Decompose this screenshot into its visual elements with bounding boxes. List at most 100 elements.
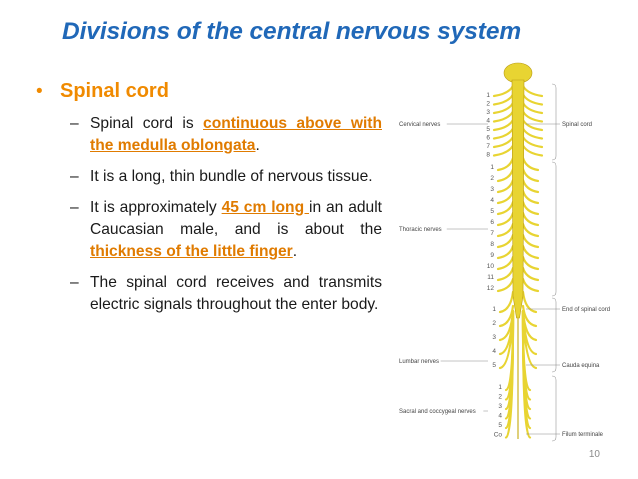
segment-number: 4 [492, 348, 496, 355]
segment-number: 1 [486, 92, 490, 99]
segment-number: 5 [498, 422, 502, 429]
spinal-nerve [496, 200, 515, 216]
spinal-nerve [521, 189, 540, 205]
spinal-cord-body [511, 79, 525, 319]
dash-marker: – [70, 115, 79, 132]
sub-point-text: The spinal cord receives and transmits e… [90, 272, 382, 316]
spinal-nerve [521, 200, 540, 216]
sub-point: –It is a long, thin bundle of nervous ti… [70, 166, 382, 188]
spinal-nerve [521, 244, 540, 260]
region-brackets [551, 83, 557, 442]
text-segment: The spinal cord receives and transmits e… [90, 274, 382, 313]
spinal-nerve [498, 304, 515, 328]
segment-number: 2 [498, 394, 502, 401]
spinal-nerve [521, 277, 540, 293]
segment-number: 5 [492, 362, 496, 369]
spinal-nerve [496, 211, 515, 227]
text-segment: Spinal cord is [90, 115, 204, 132]
segment-number: 12 [487, 285, 495, 292]
spinal-nerve [496, 233, 515, 249]
main-bullet: • Spinal cord [36, 80, 169, 103]
region-bracket [551, 161, 557, 297]
page-number: 10 [588, 449, 600, 460]
bullet-marker: • [36, 81, 43, 102]
sub-point: –The spinal cord receives and transmits … [70, 272, 382, 316]
segment-number: 2 [492, 320, 496, 327]
spinal-cord-shape [503, 62, 533, 439]
region-label: Cervical nerves [399, 122, 440, 128]
bullet-heading: Spinal cord [60, 80, 169, 102]
spinal-nerve [498, 290, 515, 314]
dash-marker: – [70, 168, 79, 185]
segment-number: 6 [486, 135, 490, 142]
region-label: Sacral and coccygeal nerves [399, 409, 476, 415]
region-bracket [551, 83, 557, 161]
structure-label: Filum terminale [562, 432, 604, 438]
text-segment: It is a long, thin bundle of nervous tis… [90, 168, 373, 185]
text-segment: It is approximately [90, 199, 222, 216]
spinal-nerve [521, 156, 540, 172]
segment-number: 7 [486, 143, 490, 150]
segment-number: 4 [490, 197, 494, 204]
structure-label: Spinal cord [562, 122, 592, 128]
sub-point: –It is approximately 45 cm long in an ad… [70, 197, 382, 263]
sub-point-text: Spinal cord is continuous above with the… [90, 113, 382, 157]
spinal-nerve [496, 222, 515, 238]
spinal-nerve [521, 233, 540, 249]
sub-point-text: It is a long, thin bundle of nervous tis… [90, 166, 382, 188]
spinal-nerve [496, 277, 515, 293]
spinal-nerve [496, 266, 515, 282]
spinal-nerve [521, 290, 538, 314]
segment-number: 7 [490, 230, 494, 237]
text-segment: in an adult Caucasian male, and is about… [90, 199, 383, 238]
spinal-nerve [521, 211, 540, 227]
spinal-nerve [504, 309, 515, 439]
segment-number: 9 [490, 252, 494, 259]
segment-number: 3 [490, 186, 494, 193]
region-label: Thoracic nerves [399, 227, 442, 233]
dash-marker: – [70, 274, 79, 291]
segment-number: Co [494, 432, 503, 439]
segment-number: 5 [490, 208, 494, 215]
segment-number: 4 [498, 413, 502, 420]
structure-label: End of spinal cord [562, 307, 610, 313]
spinal-nerve [521, 304, 538, 328]
segment-number: 6 [490, 219, 494, 226]
spinal-nerve [521, 167, 540, 183]
spinal-nerve [496, 189, 515, 205]
segment-number: 1 [498, 384, 502, 391]
structure-label: Cauda equina [562, 363, 600, 369]
highlighted-text: 45 cm long [221, 199, 309, 216]
segment-number: 8 [490, 241, 494, 248]
spinal-nerve [521, 309, 532, 439]
spinal-nerve [521, 222, 540, 238]
spinal-nerve [521, 178, 540, 194]
segment-number: 10 [487, 263, 495, 270]
highlighted-text: continuous above with the medulla oblong… [90, 115, 382, 154]
spinal-nerve [496, 178, 515, 194]
slide-title: Divisions of the central nervous system [62, 18, 522, 45]
dash-marker: – [70, 199, 79, 216]
segment-number: 3 [498, 403, 502, 410]
spinal-nerve [496, 255, 515, 271]
segment-number: 11 [487, 274, 494, 281]
segment-number: 1 [490, 164, 494, 171]
region-label: Lumbar nerves [399, 359, 439, 365]
text-segment: . [292, 243, 298, 260]
spinal-nerve [496, 156, 515, 172]
spinal-nerve [492, 84, 515, 98]
segment-number: 2 [490, 175, 494, 182]
segment-number: 2 [486, 101, 490, 108]
sub-points-list: –Spinal cord is continuous above with th… [70, 113, 382, 325]
spinal-nerve [521, 266, 540, 282]
spinal-nerve [496, 244, 515, 260]
segment-number: 1 [492, 306, 496, 313]
segment-number: 3 [492, 334, 496, 341]
spinal-nerve [521, 255, 540, 271]
spinal-nerve [521, 84, 544, 98]
region-bracket [551, 375, 557, 442]
